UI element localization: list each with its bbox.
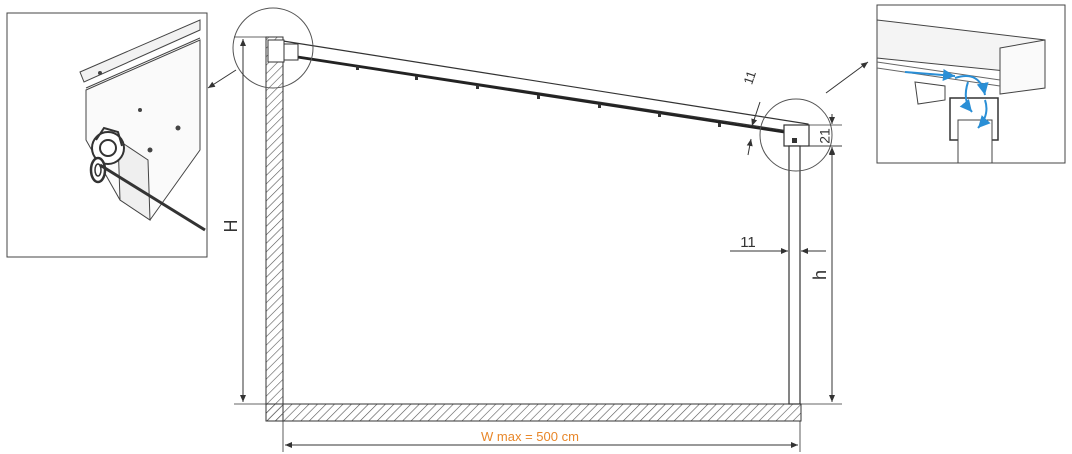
- wall: [265, 36, 284, 422]
- dimension-roof-11: 11: [741, 69, 761, 156]
- roof-beam: [267, 39, 809, 135]
- inset-post: [957, 119, 993, 164]
- left-detail-inset: [6, 12, 208, 258]
- dimension-width-label: W max = 500 cm: [481, 429, 579, 444]
- post: [788, 145, 801, 405]
- dimension-21: 21: [809, 114, 842, 157]
- left-detail-circle: [232, 7, 314, 89]
- floor: [265, 403, 802, 422]
- dimension-H-label: H: [221, 220, 241, 233]
- dimension-post-11-label: 11: [740, 234, 756, 251]
- inset-water-flow-arrows: [904, 69, 991, 129]
- right-detail-inset: [876, 4, 1066, 164]
- left-callout-arrow: [207, 69, 237, 89]
- dimension-h: h: [800, 145, 842, 405]
- dimension-roof-11-label: 11: [741, 69, 759, 86]
- dimension-width: W max = 500 cm: [282, 421, 801, 452]
- inset-crank-gear: [89, 126, 125, 184]
- right-callout-arrow: [825, 61, 869, 94]
- inset-rail: [79, 19, 201, 83]
- dimension-h-label: h: [810, 270, 830, 280]
- dimension-21-label: 21: [817, 128, 833, 144]
- right-detail-circle: [759, 98, 833, 172]
- dimension-post-11: 11: [730, 234, 826, 254]
- dimension-H: H: [221, 36, 266, 405]
